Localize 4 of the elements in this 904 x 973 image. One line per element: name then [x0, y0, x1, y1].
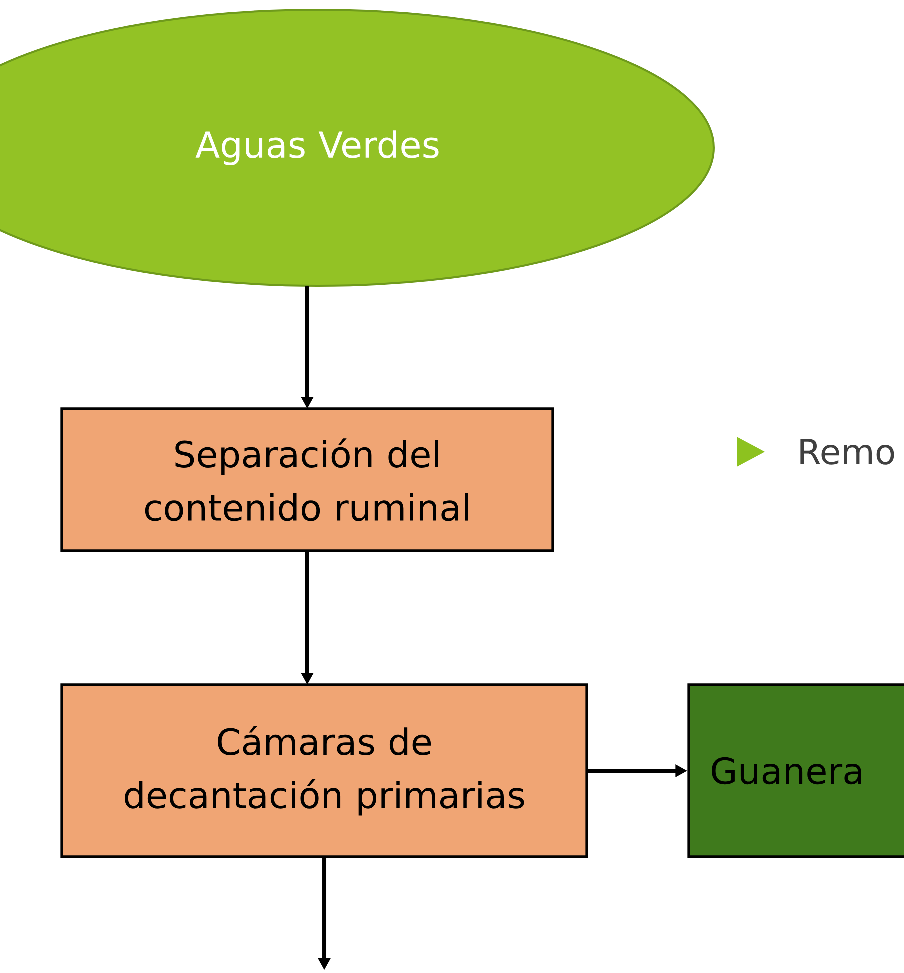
- process-box: Guanera: [688, 684, 904, 858]
- bullet-text: Remo: [800, 439, 894, 465]
- process-box: Separación del contenido ruminal: [60, 408, 554, 552]
- process-box: Cámaras de decantación primarias: [60, 684, 588, 858]
